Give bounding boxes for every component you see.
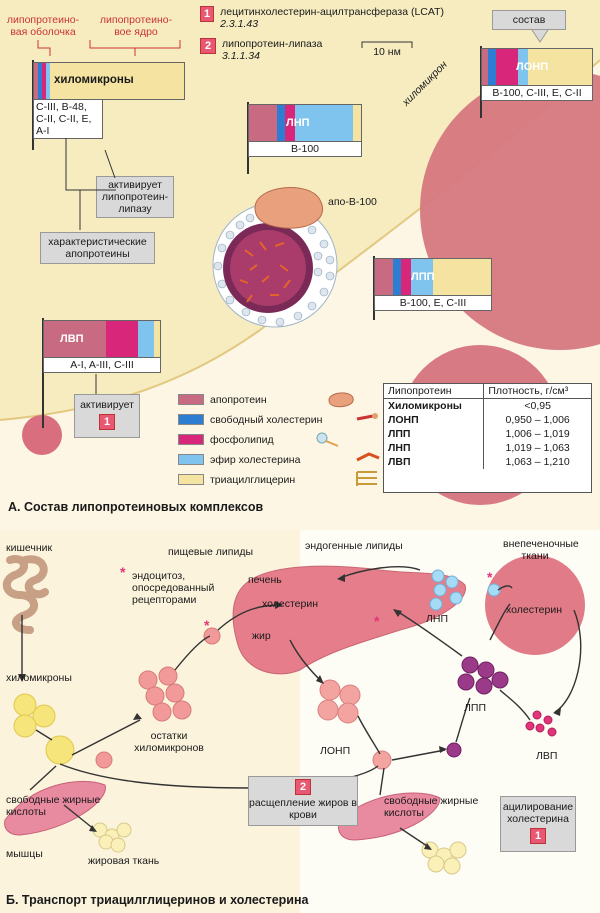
adipose-label: жировая ткань [88,855,160,867]
svg-text:*: * [487,569,493,585]
free-fa-right-label: свободные жирные кислоты [384,795,479,819]
chylomicron-apo: C-III, B-48, C-II, C-II, E, A-I [33,100,103,139]
legend-swatch-triacylglycerol [178,474,204,485]
enzyme-list: 1 лецитинхолестерин-ацилтрансфераза (LCA… [200,6,450,62]
legend-swatch-phospholipid [178,434,204,445]
intestine-label: кишечник [6,542,53,554]
enzyme-1-name: лецитинхолестерин-ацилтрансфераза (LCAT) [220,6,445,18]
density-row-value: 1,006 – 1,019 [483,427,591,441]
scale-bar [361,41,413,48]
activates-lpl-box: активирует липопротеин-липазу [96,176,174,218]
activates-label: активирует [80,399,134,411]
dietary-lipids-label: пищевые липиды [168,546,254,558]
vldl-flag-label: ЛОНП [516,61,549,73]
cholesterol-ester-icon [356,452,380,462]
ldl-apo: B-100 [248,142,362,157]
enzyme-2-ec: 3.1.1.34 [222,50,260,62]
density-header-density: Плотность, г/см³ [483,384,591,399]
free-fa-left-label: свободные жирные кислоты [6,794,101,818]
density-header-lipoprotein: Липопротеин [388,385,452,397]
density-row-value: <0,95 [483,398,591,413]
acylation-label: ацилирование холестерина [502,801,574,825]
svg-text:*: * [374,613,380,629]
hdl-flag [43,320,161,358]
endocytosis-note: эндоцитоз, опосредованный рецепторами [132,570,215,606]
legend-label-free-cholesterol: свободный холестерин [210,414,323,426]
activates-box: активирует 1 [74,394,140,438]
lipolysis-label: расщепление жиров в крови [249,797,358,821]
lipolysis-num: 2 [295,779,311,795]
enzyme-2-name: липопротеин-липаза [222,38,323,50]
acylation-box: ацилирование холестерина 1 [500,796,576,852]
legend-label-phospholipid: фосфолипид [210,434,274,446]
density-row-value: 1,019 – 1,063 [483,441,591,455]
shell-core-bracket [37,40,181,56]
free-cholesterol-icon [356,413,378,421]
vldl-label: ЛОНП [320,745,351,757]
chylomicrons-label: хиломикроны [6,672,72,684]
ldl-flag-label: ЛНП [286,117,310,129]
idl-flag [374,258,492,296]
chylo-remnants-label: остатки хиломикронов [134,730,204,754]
liver-fat-label: жир [252,630,271,642]
enzyme-1-badge: 1 [200,6,215,22]
lipolysis-box: 2 расщепление жиров в крови [248,776,358,826]
ldl-label: ЛНП [426,613,449,625]
composition-box: состав [492,10,566,30]
phospholipid-icon [316,432,339,447]
shell-label: липопротеино-вая оболочка [6,14,80,38]
ldl-particle-illustration [212,187,338,328]
idl-label: ЛПП [464,702,486,714]
legend-swatch-free-cholesterol [178,414,204,425]
composition-pointer [531,30,549,43]
svg-text:*: * [120,564,126,580]
density-row-name: ЛНП [388,442,411,454]
triacylglycerol-icon [356,471,377,486]
vldl-flag [481,48,593,86]
characteristic-apo-box: характеристические апопротеины [40,232,155,264]
legend-swatch-apoprotein [178,394,204,405]
extrahepatic-label: внепеченочные ткани [503,538,579,562]
apoprotein-icon [328,392,354,408]
acylation-num: 1 [530,828,546,844]
component-legend: апопротеин свободный холестерин фосфолип… [178,390,388,494]
idl-apo: B-100, E, C-III [374,296,492,311]
chylomicron-flag-label: хиломикроны [54,74,134,86]
density-row-name: ЛОНП [388,414,419,426]
extrahepatic-cholesterol-label: холестерин [506,604,562,616]
core-label: липопротеино-вое ядро [99,14,173,38]
idl-flag-label: ЛПП [411,271,435,283]
legend-label-cholesterol-ester: эфир холестерина [210,454,301,466]
hdl-connector [95,374,97,396]
ldl-flag [248,104,362,142]
density-row-name: ЛПП [388,428,411,440]
liver-cholesterol-label: холестерин [262,598,318,610]
apo-b100-label: апо-B-100 [328,196,377,208]
chylomicron-connectors [65,138,116,230]
density-row-name: ЛВП [388,456,411,468]
panel-b-title: Б. Транспорт триацилглицеринов и холесте… [6,893,309,907]
density-row-value: 0,950 – 1,006 [483,413,591,427]
chylomicron-flag [33,62,185,100]
scale-bar-label: 10 нм [373,46,401,58]
svg-text:*: * [204,617,210,633]
legend-label-apoprotein: апопротеин [210,394,267,406]
legend-label-triacylglycerol: триацилглицерин [210,474,296,486]
vldl-apo: B-100, C-III, E, C-II [481,86,593,101]
hdl-label: ЛВП [536,750,558,762]
density-row-name: Хиломикроны [388,400,462,412]
hdl-apo: A-I, A-III, C-III [43,358,161,373]
hdl-flag-label: ЛВП [60,333,84,345]
density-table: Липопротеин Плотность, г/см³ Хиломикроны… [383,383,592,493]
muscles-label: мышцы [6,848,43,860]
enzyme-1-ec: 2.3.1.43 [220,18,259,30]
liver-label: печень [248,574,282,586]
hdl-flag-pole [42,318,44,428]
density-row-value: 1,063 – 1,210 [483,455,591,469]
endogenous-lipids-label: эндогенные липиды [305,540,403,552]
enzyme-2-badge: 2 [200,38,216,54]
activates-num: 1 [99,414,115,430]
legend-swatch-cholesterol-ester [178,454,204,465]
panel-a-title: А. Состав липопротеиновых комплексов [8,500,264,514]
